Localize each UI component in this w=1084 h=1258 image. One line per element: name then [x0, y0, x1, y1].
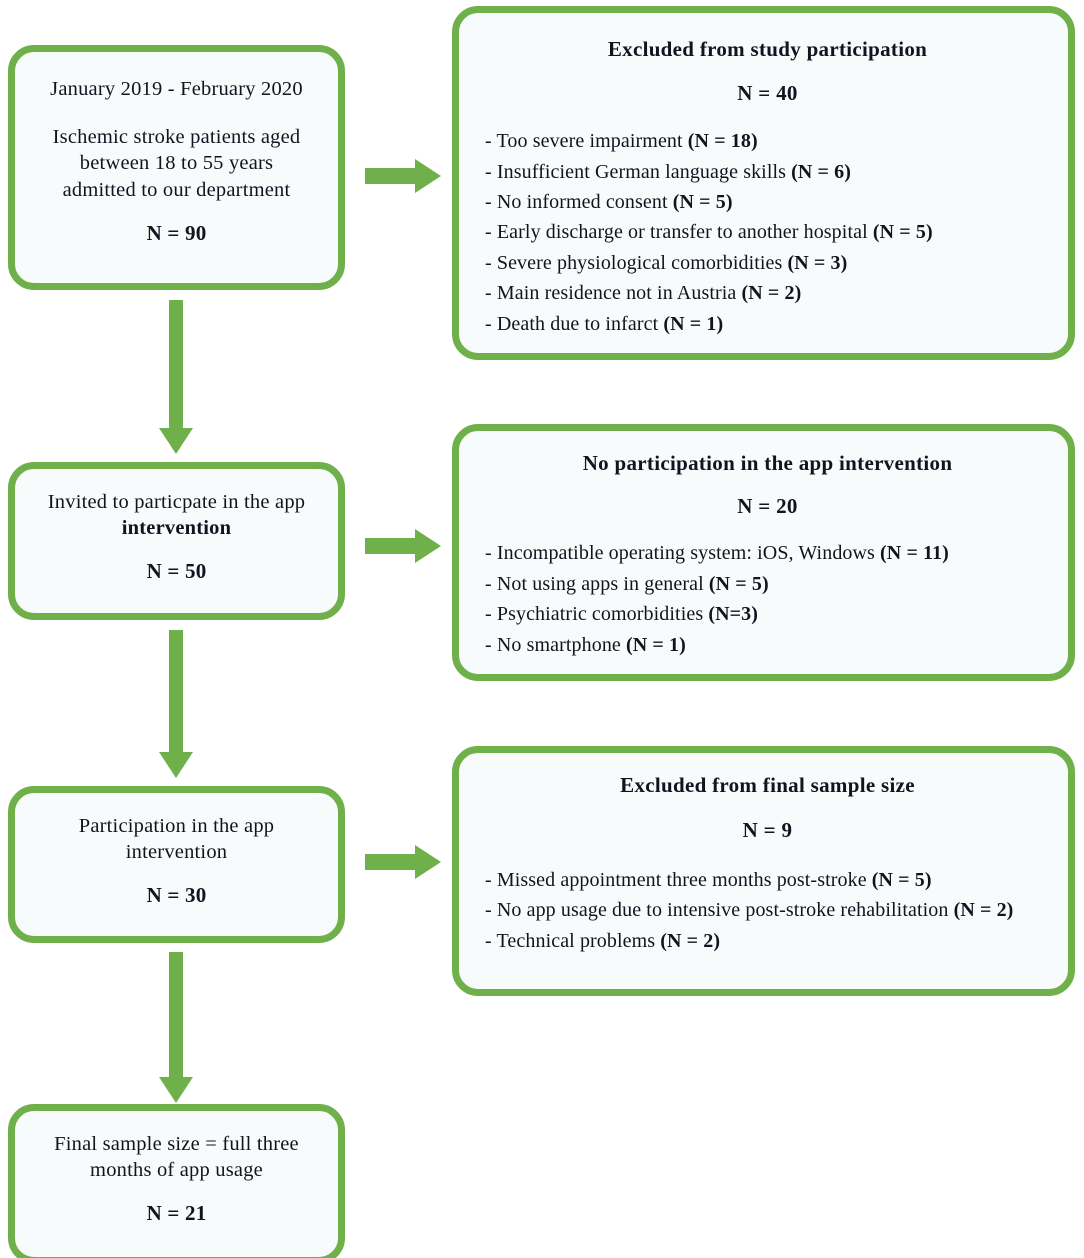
list-item: - No app usage due to intensive post-str…	[485, 899, 1014, 922]
participation-label-line2: intervention	[125, 841, 228, 864]
flow-node-participation: Participation in the app intervention N …	[8, 786, 345, 943]
list-item: - Incompatible operating system: iOS, Wi…	[485, 542, 949, 565]
participation-n: N = 30	[146, 883, 207, 908]
exclusion-node-study-participation: Excluded from study participation N = 40…	[452, 6, 1075, 360]
invited-n: N = 50	[146, 559, 207, 584]
invited-label-line1: Invited to particpate in the app	[47, 491, 306, 513]
exclusion2-reason-list: - Incompatible operating system: iOS, Wi…	[485, 538, 1050, 660]
exclusion3-reason-list: - Missed appointment three months post-s…	[485, 865, 1050, 956]
invited-label-line2: intervention	[121, 517, 232, 540]
list-item: - Severe physiological comorbidities (N …	[485, 251, 848, 274]
flow-node-final-sample: Final sample size = full three months of…	[8, 1104, 345, 1258]
list-item: - Early discharge or transfer to another…	[485, 221, 933, 244]
screened-n: N = 90	[146, 220, 207, 245]
flow-node-invited: Invited to particpate in the app interve…	[8, 462, 345, 620]
list-item: - Psychiatric comorbidities (N=3)	[485, 603, 758, 626]
list-item: - Too severe impairment (N = 18)	[485, 130, 758, 153]
screened-label-line3: admitted to our department	[62, 178, 291, 201]
exclusion3-title: Excluded from final sample size	[620, 773, 915, 797]
exclusion2-title: No participation in the app intervention	[582, 451, 953, 475]
exclusion3-n: N = 9	[742, 818, 793, 842]
final-label-line2: months of app usage	[90, 1159, 263, 1182]
screened-label-line2: between 18 to 55 years	[79, 152, 274, 175]
list-item: - Not using apps in general (N = 5)	[485, 572, 769, 595]
exclusion2-n: N = 20	[737, 493, 798, 518]
list-item: - No informed consent (N = 5)	[485, 191, 733, 214]
list-item: - Insufficient German language skills (N…	[485, 160, 851, 183]
list-item: - Main residence not in Austria (N = 2)	[485, 282, 802, 305]
participation-label-line1: Participation in the app	[78, 815, 275, 837]
screened-label-line1: Ischemic stroke patients aged	[52, 126, 301, 149]
final-label-line1: Final sample size = full three	[54, 1133, 299, 1155]
list-item: - Missed appointment three months post-s…	[485, 869, 932, 891]
exclusion-node-final-sample: Excluded from final sample size N = 9 - …	[452, 746, 1075, 996]
list-item: - Technical problems (N = 2)	[485, 929, 721, 952]
list-item: - No smartphone (N = 1)	[485, 633, 686, 656]
exclusion1-reason-list: - Too severe impairment (N = 18) - Insuf…	[485, 126, 1050, 339]
exclusion-node-no-participation: No participation in the app intervention…	[452, 424, 1075, 681]
exclusion1-title: Excluded from study participation	[607, 37, 928, 61]
list-item: - Death due to infarct (N = 1)	[485, 312, 724, 335]
exclusion1-n: N = 40	[737, 80, 798, 105]
final-n: N = 21	[146, 1201, 207, 1226]
screened-period: January 2019 - February 2020	[50, 78, 303, 100]
flow-node-screened: January 2019 - February 2020 Ischemic st…	[8, 45, 345, 290]
